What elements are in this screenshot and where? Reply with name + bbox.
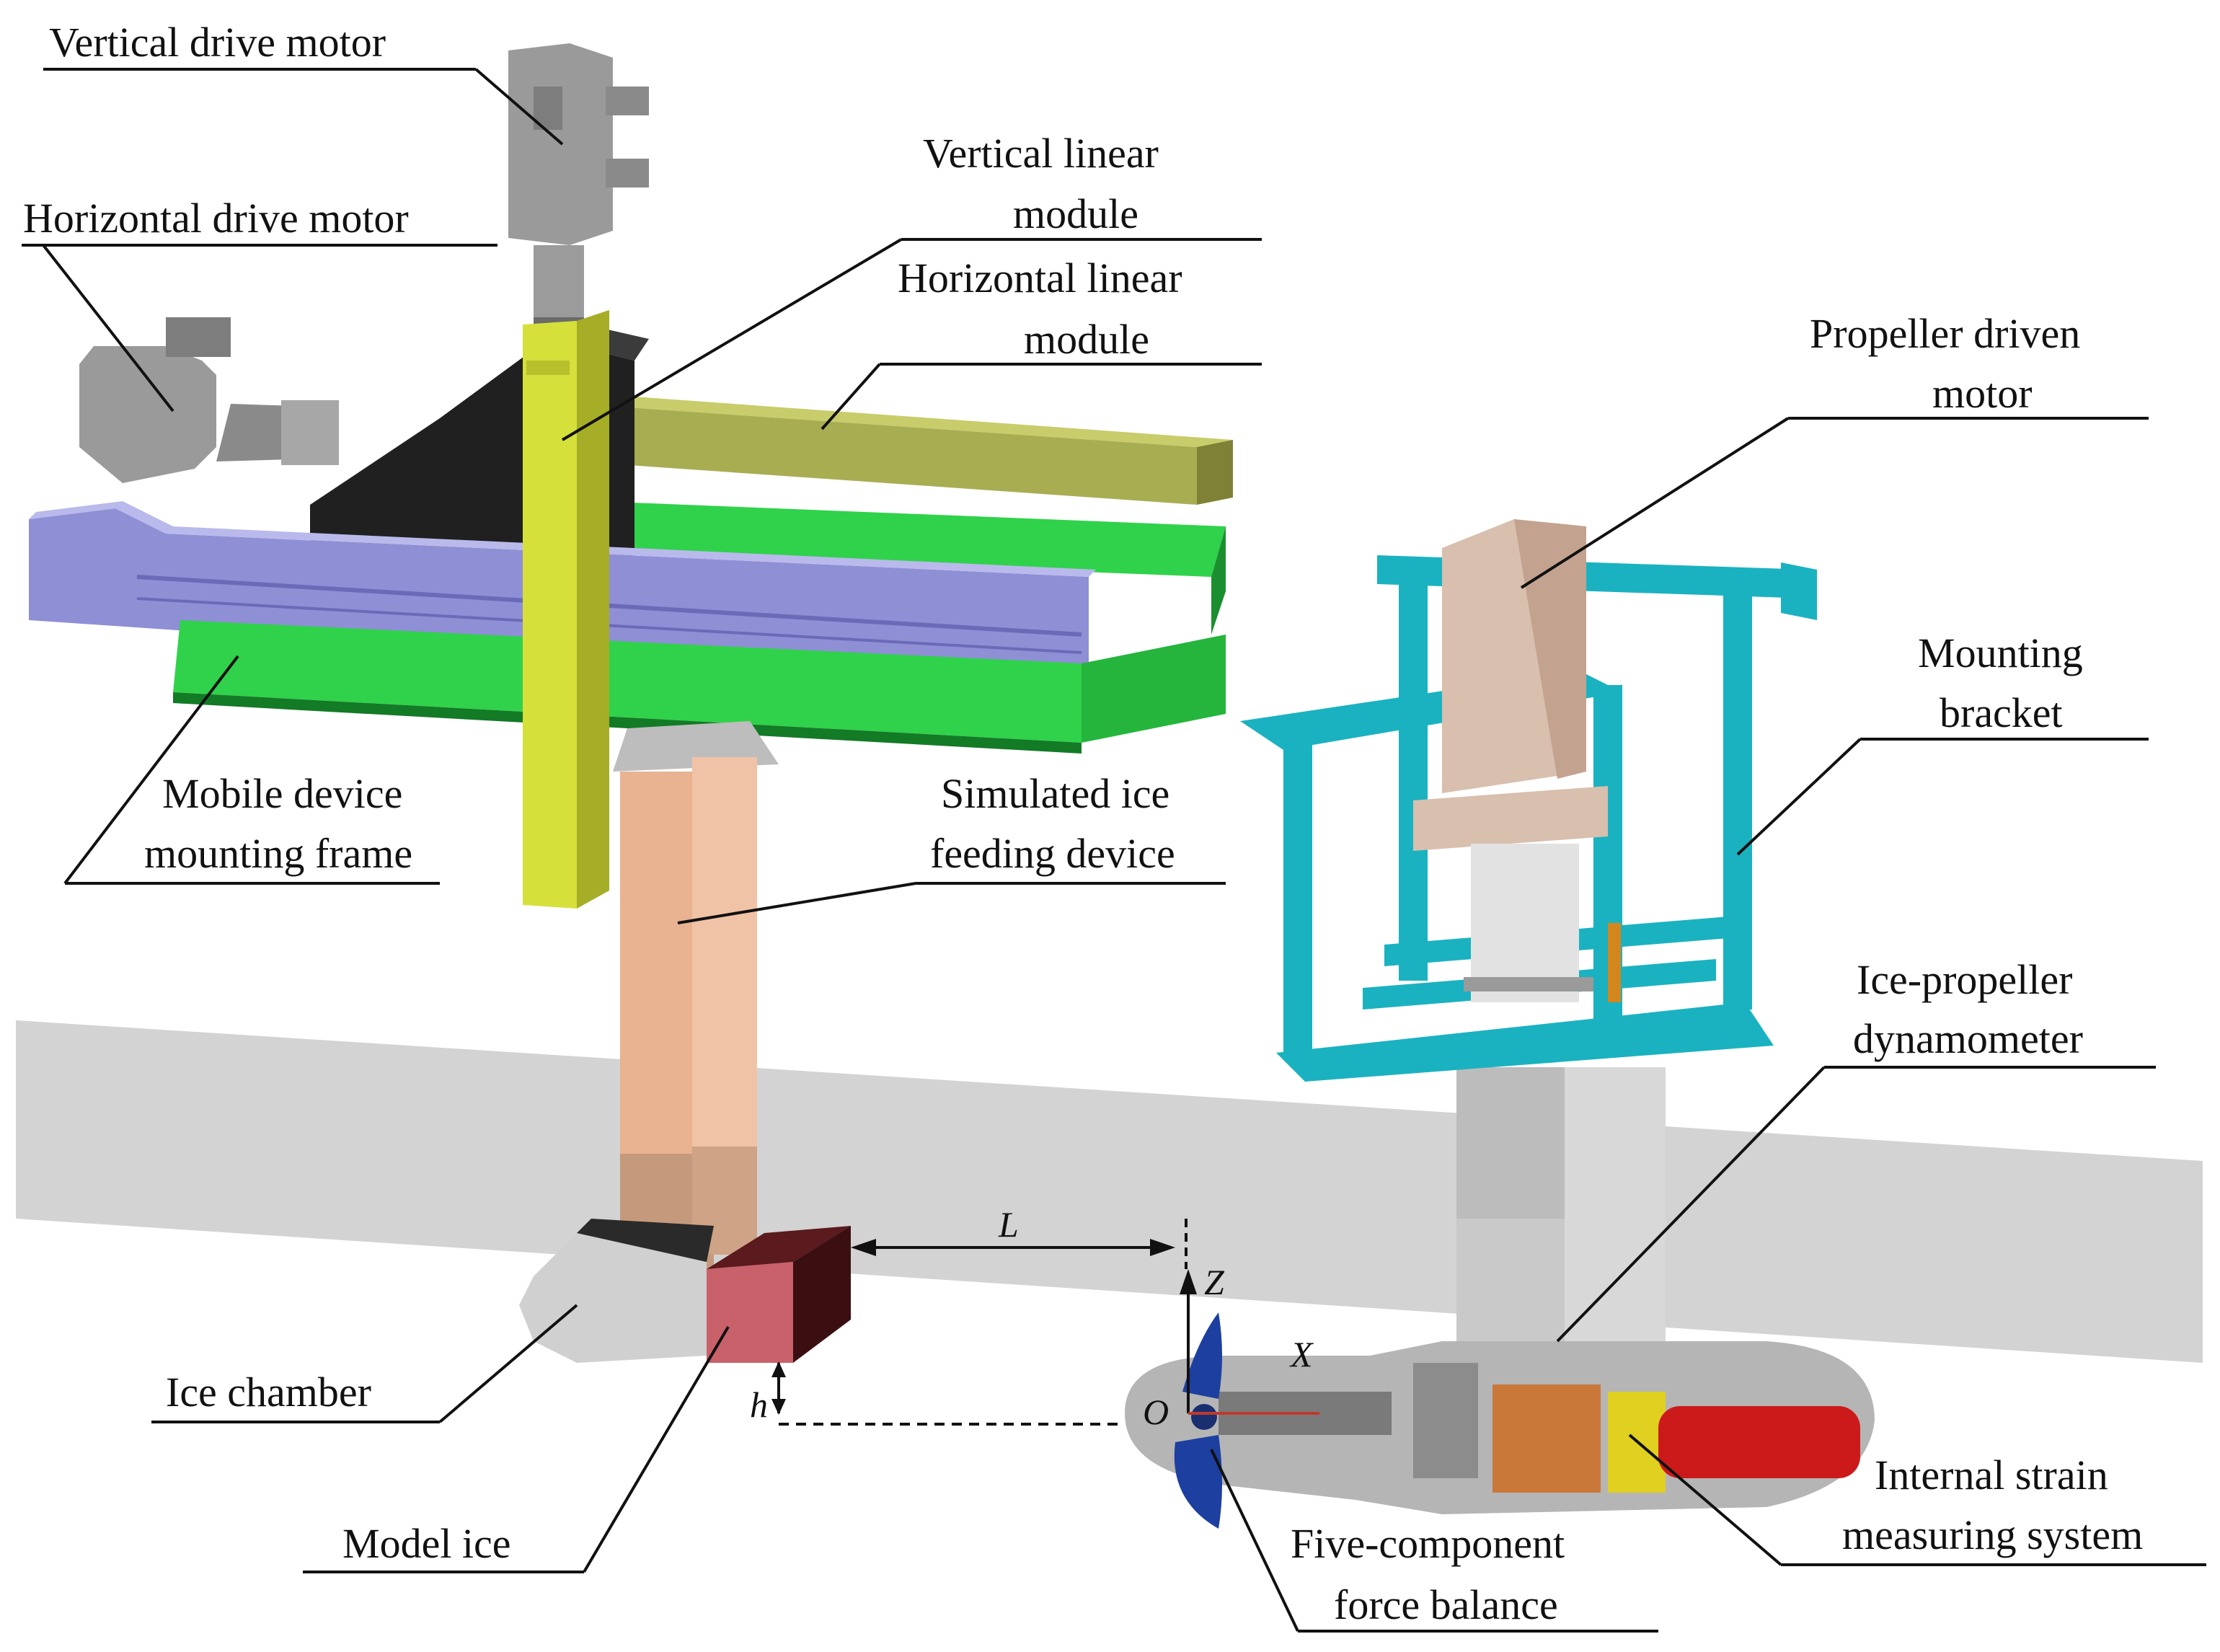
svg-text:Simulated ice: Simulated ice bbox=[941, 770, 1169, 817]
model-ice-block bbox=[707, 1226, 851, 1363]
svg-text:module: module bbox=[1024, 316, 1149, 363]
callout-internal-strain-measuring-system: Internal strain measuring system bbox=[1628, 1434, 2206, 1566]
propeller-driven-motor bbox=[1413, 519, 1621, 1002]
coordinate-axes: Z X O bbox=[1143, 1262, 1319, 1432]
svg-text:Model ice: Model ice bbox=[342, 1520, 511, 1567]
svg-text:Mounting: Mounting bbox=[1918, 630, 2083, 676]
svg-text:Vertical drive motor: Vertical drive motor bbox=[49, 19, 386, 66]
simulated-ice-feeding-device bbox=[613, 721, 779, 1269]
svg-text:feeding device: feeding device bbox=[930, 830, 1175, 877]
callout-horizontal-linear-module: Horizontal linear module bbox=[821, 255, 1262, 430]
dimension-L: L bbox=[851, 1204, 1188, 1269]
svg-text:force balance: force balance bbox=[1334, 1581, 1558, 1628]
callout-horizontal-drive-motor: Horizontal drive motor bbox=[22, 195, 497, 412]
svg-text:Internal strain: Internal strain bbox=[1875, 1452, 2108, 1498]
callout-simulated-ice-feeding-device: Simulated ice feeding device bbox=[677, 770, 1226, 924]
water-band bbox=[16, 1020, 2203, 1363]
svg-text:Mobile device: Mobile device bbox=[162, 770, 402, 817]
svg-text:bracket: bracket bbox=[1940, 689, 2063, 736]
horizontal-linear-module bbox=[577, 404, 1197, 505]
svg-text:Five-component: Five-component bbox=[1291, 1520, 1565, 1567]
ice-chamber-body bbox=[519, 1219, 714, 1363]
callout-propeller-driven-motor: Propeller driven motor bbox=[1520, 310, 2149, 589]
origin-label: O bbox=[1143, 1392, 1169, 1432]
callout-ice-chamber: Ice chamber bbox=[151, 1304, 578, 1423]
svg-text:Horizontal drive motor: Horizontal drive motor bbox=[23, 195, 409, 242]
dimension-h: h bbox=[750, 1361, 1125, 1426]
vertical-linear-module bbox=[523, 310, 609, 909]
axis-x-label: X bbox=[1289, 1334, 1314, 1374]
callout-vertical-linear-module: Vertical linear module bbox=[561, 130, 1262, 441]
svg-text:motor: motor bbox=[1932, 370, 2033, 417]
callout-five-component-force-balance: Five-component force balance bbox=[1210, 1449, 1658, 1633]
callout-model-ice: Model ice bbox=[303, 1325, 730, 1573]
callout-vertical-drive-motor: Vertical drive motor bbox=[43, 19, 564, 146]
callout-ice-propeller-dynamometer: Ice-propeller dynamometer bbox=[1556, 956, 2156, 1343]
dynamometer-pod bbox=[1125, 1341, 1875, 1514]
svg-text:Ice chamber: Ice chamber bbox=[166, 1369, 371, 1415]
svg-text:Propeller driven: Propeller driven bbox=[1810, 310, 2080, 357]
green-lower-plate bbox=[173, 620, 1082, 743]
axis-z-label: Z bbox=[1204, 1262, 1225, 1302]
svg-text:module: module bbox=[1013, 190, 1138, 237]
svg-text:Ice-propeller: Ice-propeller bbox=[1857, 956, 2072, 1003]
dimension-h-label: h bbox=[750, 1384, 768, 1425]
dynamometer-strut bbox=[1456, 1067, 1666, 1356]
horizontal-drive-motor bbox=[79, 317, 339, 483]
svg-text:Horizontal linear: Horizontal linear bbox=[898, 255, 1182, 301]
callout-mobile-device-mounting-frame: Mobile device mounting frame bbox=[63, 655, 440, 885]
svg-text:mounting frame: mounting frame bbox=[144, 830, 412, 877]
svg-text:Vertical linear: Vertical linear bbox=[923, 130, 1159, 177]
propeller bbox=[1174, 1312, 1222, 1529]
svg-text:measuring system: measuring system bbox=[1842, 1511, 2143, 1558]
right-assembly bbox=[1125, 519, 1875, 1529]
vertical-drive-motor bbox=[508, 43, 649, 339]
dimension-L-label: L bbox=[998, 1204, 1019, 1245]
green-upper-plate bbox=[476, 498, 1226, 577]
callout-mounting-bracket: Mounting bracket bbox=[1736, 630, 2149, 856]
svg-text:dynamometer: dynamometer bbox=[1853, 1015, 2083, 1062]
